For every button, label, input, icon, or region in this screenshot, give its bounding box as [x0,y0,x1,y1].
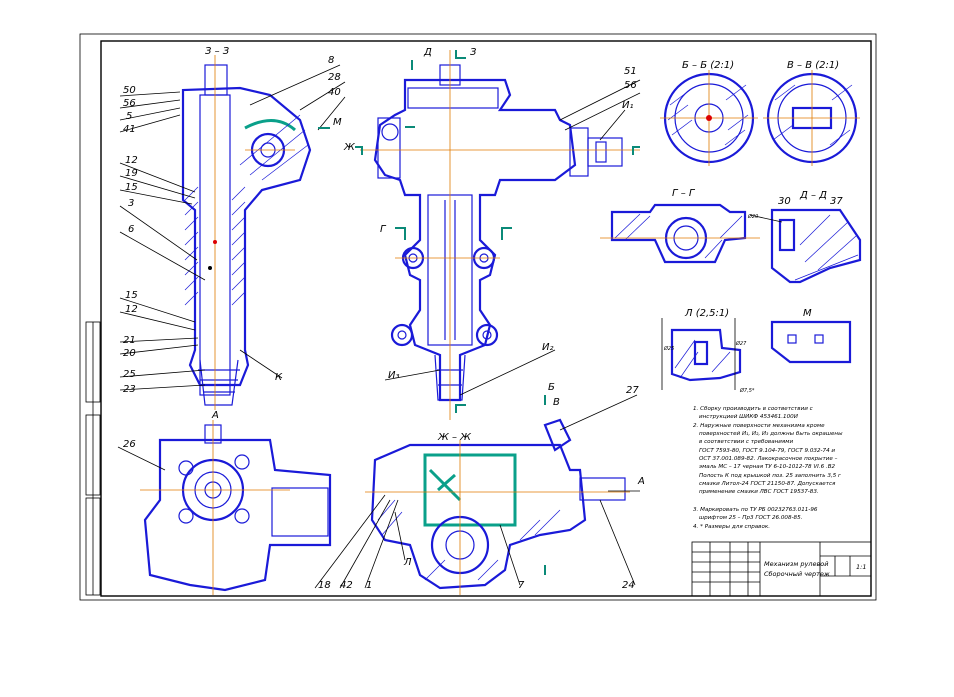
svg-text:50: 50 [123,85,136,96]
title-dd: Д – Д [799,190,827,201]
svg-text:2. Наружные поверхности механи: 2. Наружные поверхности механизма кроме [693,423,825,429]
sheet-inner-frame [100,40,872,597]
svg-text:51: 51 [624,66,637,77]
svg-text:Г: Г [380,224,387,235]
section-zhzh-view [365,418,630,595]
section-dd-view [770,208,862,284]
svg-text:12: 12 [125,304,138,315]
svg-text:Механизм рулевой: Механизм рулевой [764,560,829,568]
svg-text:20: 20 [123,348,136,359]
svg-text:21: 21 [123,335,136,346]
svg-text:28: 28 [328,72,341,83]
svg-text:А: А [637,476,645,487]
title-m: М [803,308,812,319]
svg-text:27: 27 [626,385,639,396]
svg-text:42: 42 [340,580,353,591]
svg-text:Ø27: Ø27 [735,340,747,347]
svg-text:30: 30 [778,196,791,207]
leader-lines [117,64,783,589]
title-a: А [211,410,219,421]
svg-text:4. * Размеры для справок.: 4. * Размеры для справок. [693,524,770,530]
svg-text:25: 25 [123,369,136,380]
svg-text:Ж: Ж [343,142,356,153]
svg-text:Ø25: Ø25 [663,345,674,352]
title-zz: З – З [205,46,230,57]
svg-text:шрифтом 25 – Пр3 ГОСТ 26.008-8: шрифтом 25 – Пр3 ГОСТ 26.008-85. [699,515,803,521]
svg-text:24: 24 [622,580,635,591]
section-m-view [770,320,852,364]
title-gg: Г – Г [672,188,696,199]
svg-text:ОСТ 37.001.089-82. Лакокрасочн: ОСТ 37.001.089-82. Лакокрасочное покрыти… [699,456,838,462]
svg-text:5: 5 [126,111,132,122]
svg-text:М: М [333,117,342,128]
svg-text:Б: Б [548,382,555,393]
svg-text:смазки Литол-24 ГОСТ 21150-87.: смазки Литол-24 ГОСТ 21150-87. Допускает… [699,481,836,487]
svg-text:6: 6 [128,224,134,235]
section-bb-view [660,70,758,166]
svg-text:Ø20: Ø20 [747,213,758,220]
svg-text:12: 12 [125,155,138,166]
svg-text:15: 15 [125,290,138,301]
svg-text:Л: Л [403,557,412,568]
view-titles: З – З Б – Б (2:1) В – В (2:1) Г – Г Д – … [205,46,839,443]
svg-text:применение смазки ЛВС ГОСТ 195: применение смазки ЛВС ГОСТ 19537-83. [699,489,819,495]
dimension-labels: Ø7,5* Ø20 Ø25 Ø27 [663,213,758,394]
svg-text:1. Сборку производить в соотве: 1. Сборку производить в соответствии с [693,406,813,412]
svg-text:1:1: 1:1 [856,563,866,571]
svg-text:ГОСТ 7593-80, ГОСТ 9.104-79, Г: ГОСТ 7593-80, ГОСТ 9.104-79, ГОСТ 9.032-… [699,448,835,454]
svg-text:в соответствии с требованиями: в соответствии с требованиями [699,439,794,445]
svg-text:поверхностей И₁, И₂, И₃ должны: поверхностей И₁, И₂, И₃ должны быть окра… [699,431,843,437]
callout-numbers-left: 50 56 5 41 12 19 15 3 6 15 12 21 20 25 2… [123,85,138,450]
svg-text:56: 56 [624,80,637,91]
svg-text:56: 56 [123,98,136,109]
svg-text:15: 15 [125,182,138,193]
svg-text:18: 18 [318,580,331,591]
section-gg-view [600,203,760,264]
section-arrows [318,50,640,575]
section-vv-view [763,70,860,166]
svg-text:И₂: И₂ [542,342,554,353]
svg-text:Сборочный чертеж: Сборочный чертеж [764,570,830,578]
technical-notes: 1. Сборку производить в соответствии с и… [693,406,843,530]
callout-numbers-other: 8 28 40 М 51 56 И₁ И₂ И₃ К З Д Ж Г 30 37… [275,47,843,591]
svg-text:26: 26 [123,439,136,450]
svg-text:инструкцией ШИКФ 453461.100И: инструкцией ШИКФ 453461.100И [699,414,799,420]
svg-text:Ø7,5*: Ø7,5* [739,387,755,394]
svg-text:эмаль МС – 17 черная ТУ 6-10-1: эмаль МС – 17 черная ТУ 6-10-1012-78 VI.… [699,464,836,470]
left-margin-stamps [85,321,101,596]
svg-text:И₃: И₃ [388,370,400,381]
svg-text:37: 37 [830,196,843,207]
view-a [140,420,332,595]
sheet-outer-frame [79,33,877,601]
section-l-view [661,318,742,390]
svg-text:7: 7 [518,580,525,591]
title-bb: Б – Б (2:1) [682,60,734,71]
svg-text:3: 3 [128,198,134,209]
title-l: Л (2,5:1) [684,308,729,319]
section-zz-view [181,55,312,410]
svg-text:К: К [275,372,283,383]
svg-text:Д: Д [423,47,432,58]
svg-text:И₁: И₁ [622,100,634,111]
svg-text:41: 41 [123,124,136,135]
main-view [360,50,640,420]
title-vv: В – В (2:1) [787,60,839,71]
svg-text:1: 1 [366,580,372,591]
title-zhzh: Ж – Ж [437,432,472,443]
svg-text:З: З [470,47,477,58]
title-block-text: Механизм рулевой Сборочный чертеж 1:1 [764,560,866,578]
svg-text:19: 19 [125,168,138,179]
svg-text:8: 8 [328,55,334,66]
svg-text:В: В [553,397,560,408]
title-block [691,541,872,597]
svg-text:23: 23 [123,384,136,395]
svg-text:Полость К под крышкой поз. 25: Полость К под крышкой поз. 25 заполнить … [699,473,841,479]
svg-text:3. Маркировать по ТУ РБ 002327: 3. Маркировать по ТУ РБ 00232763.011-96 [693,507,818,513]
svg-text:40: 40 [328,87,341,98]
